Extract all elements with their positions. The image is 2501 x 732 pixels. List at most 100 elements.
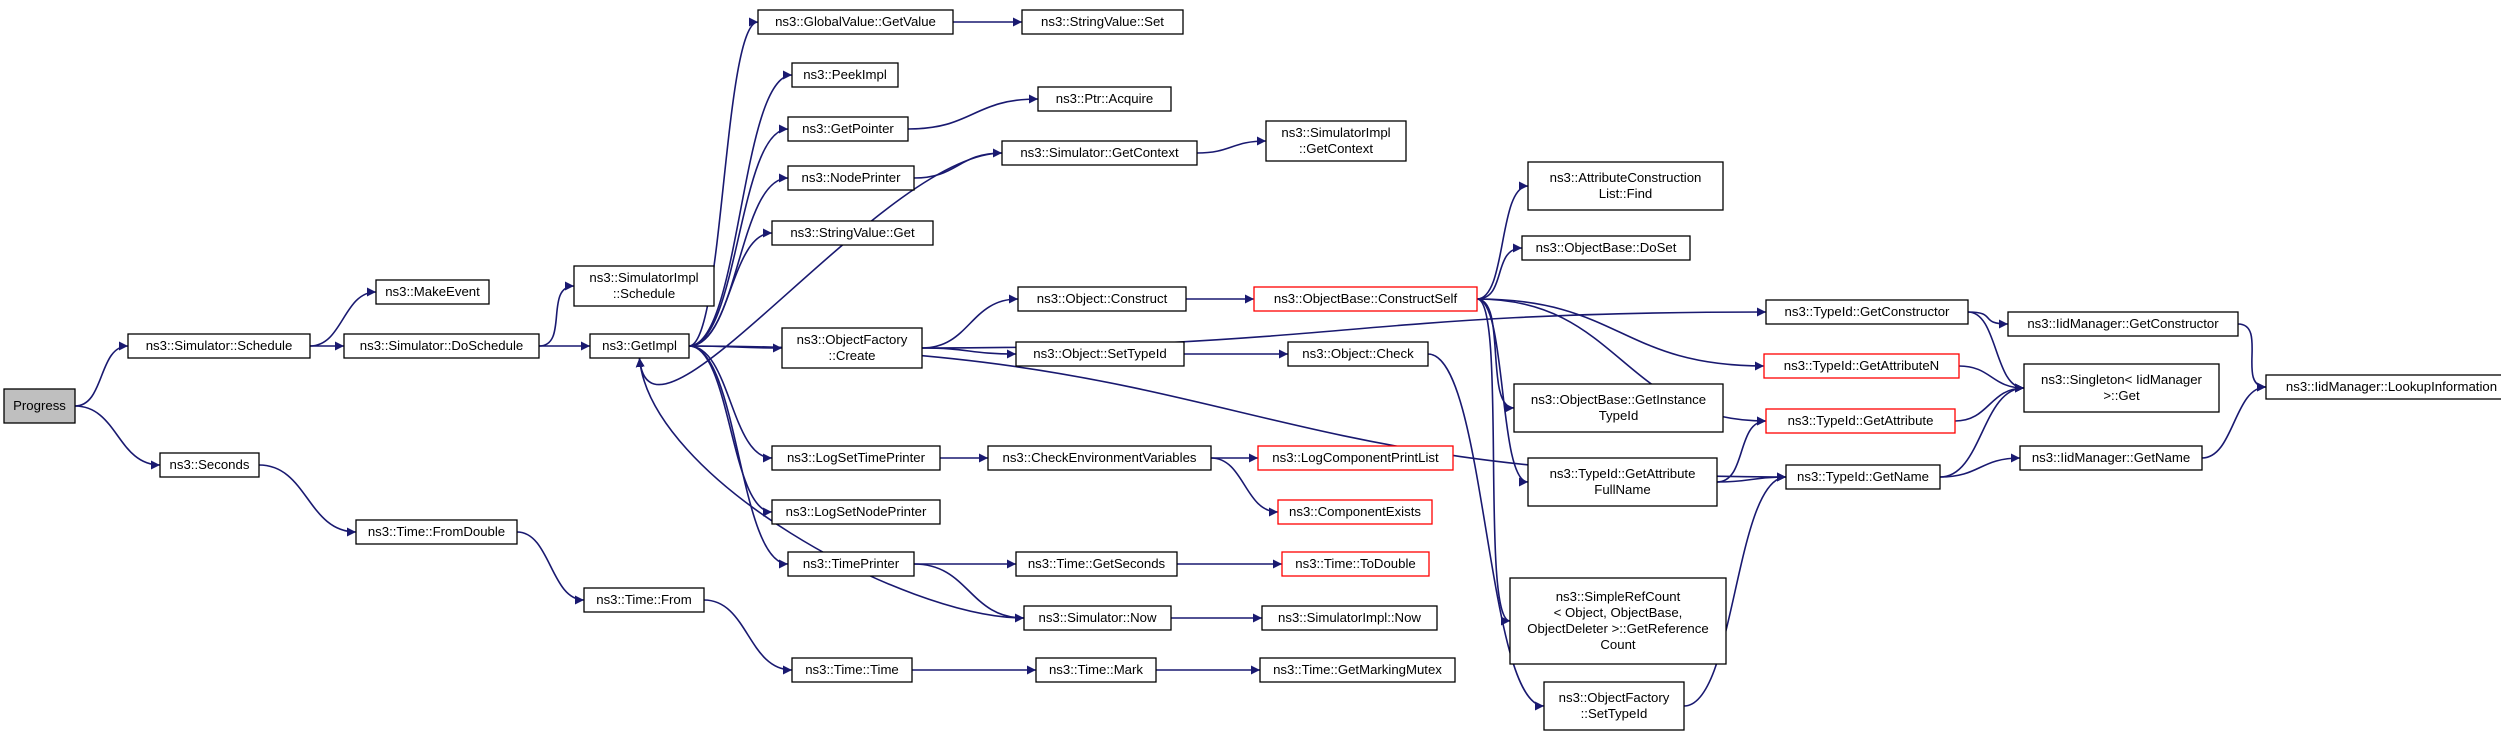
node-label: ns3::LogSetTimePrinter xyxy=(787,450,926,465)
edge-tid-getname-to-singleton-get xyxy=(1939,383,2025,478)
node-of-create[interactable]: ns3::ObjectFactory::Create xyxy=(781,327,923,369)
node-box xyxy=(1017,286,1187,312)
edge-progress-to-sim-schedule xyxy=(74,341,129,407)
edge-checkenv-to-compexists xyxy=(1210,457,1279,517)
node-timeprinter[interactable]: ns3::TimePrinter xyxy=(787,551,915,577)
node-simimpl-now[interactable]: ns3::SimulatorImpl::Now xyxy=(1261,605,1438,631)
edge-nodeprinter-to-sim-getcontext xyxy=(913,148,1003,179)
node-label: ns3::IidManager::LookupInformation xyxy=(2286,379,2497,394)
node-box xyxy=(2023,363,2220,413)
node-box xyxy=(1543,681,1685,731)
node-label: ns3::Time::GetSeconds xyxy=(1028,556,1166,571)
node-iid-getname[interactable]: ns3::IidManager::GetName xyxy=(2019,445,2203,471)
node-ptr-acquire[interactable]: ns3::Ptr::Acquire xyxy=(1037,86,1172,112)
node-label: ns3::LogComponentPrintList xyxy=(1272,450,1439,465)
node-of-settypeid[interactable]: ns3::ObjectFactory::SetTypeId xyxy=(1543,681,1685,731)
node-sim-now[interactable]: ns3::Simulator::Now xyxy=(1023,605,1172,631)
node-time-mark[interactable]: ns3::Time::Mark xyxy=(1035,657,1157,683)
edge-time-fromdouble-to-time-from xyxy=(516,531,585,605)
node-peekimpl[interactable]: ns3::PeekImpl xyxy=(791,62,899,88)
edge-ob-constructself-to-tid-getattributen xyxy=(1476,298,1765,371)
node-label: ns3::SimulatorImpl xyxy=(589,270,698,285)
edge-sim-getcontext-to-simimpl-getcontext xyxy=(1196,136,1267,154)
node-label: ns3::StringValue::Get xyxy=(790,225,915,240)
node-getimpl[interactable]: ns3::GetImpl xyxy=(589,333,690,359)
node-progress[interactable]: Progress xyxy=(3,388,76,424)
node-sim-schedule[interactable]: ns3::Simulator::Schedule xyxy=(127,333,311,359)
edge-sim-getcontext-to-getimpl xyxy=(635,152,1003,386)
edge-getimpl-to-peekimpl xyxy=(688,70,793,347)
node-tid-getname[interactable]: ns3::TypeId::GetName xyxy=(1785,464,1941,490)
edge-obj-check-to-of-settypeid xyxy=(1427,353,1545,711)
node-time-fromdouble[interactable]: ns3::Time::FromDouble xyxy=(355,519,518,545)
node-iid-lookupinfo[interactable]: ns3::IidManager::LookupInformation xyxy=(2265,374,2501,400)
node-compexists[interactable]: ns3::ComponentExists xyxy=(1277,499,1433,525)
node-label: FullName xyxy=(1594,482,1650,497)
node-ob-doset[interactable]: ns3::ObjectBase::DoSet xyxy=(1521,235,1691,261)
node-label: ns3::ObjectFactory xyxy=(797,332,908,347)
node-label: ns3::PeekImpl xyxy=(803,67,887,82)
node-simimpl-getcontext[interactable]: ns3::SimulatorImpl::GetContext xyxy=(1265,120,1407,162)
node-label: List::Find xyxy=(1599,186,1653,201)
node-label: ns3::GlobalValue::GetValue xyxy=(775,14,936,29)
node-logsettimeprinter[interactable]: ns3::LogSetTimePrinter xyxy=(771,445,941,471)
node-ob-constructself[interactable]: ns3::ObjectBase::ConstructSelf xyxy=(1253,286,1478,312)
edge-timeprinter-to-sim-now xyxy=(913,563,1025,623)
node-tid-getattribute[interactable]: ns3::TypeId::GetAttribute xyxy=(1765,408,1956,434)
edge-sim-doschedule-to-simimpl-schedule xyxy=(538,281,575,347)
node-label: ns3::Time::ToDouble xyxy=(1295,556,1415,571)
node-label: ::Create xyxy=(829,348,876,363)
node-time-from[interactable]: ns3::Time::From xyxy=(583,587,705,613)
edge-getimpl-to-gv-getvalue xyxy=(688,17,759,347)
node-tid-getattributen[interactable]: ns3::TypeId::GetAttributeN xyxy=(1763,353,1960,379)
node-obj-construct[interactable]: ns3::Object::Construct xyxy=(1017,286,1187,312)
node-sv-get[interactable]: ns3::StringValue::Get xyxy=(771,220,934,246)
node-label: >::Get xyxy=(2103,388,2140,403)
node-simplerefcount[interactable]: ns3::SimpleRefCount< Object, ObjectBase,… xyxy=(1509,577,1727,665)
node-makeevent[interactable]: ns3::MakeEvent xyxy=(375,279,490,305)
node-box xyxy=(787,551,915,577)
node-gv-getvalue[interactable]: ns3::GlobalValue::GetValue xyxy=(757,9,954,35)
node-label: ns3::ObjectBase::ConstructSelf xyxy=(1274,291,1458,306)
node-getpointer[interactable]: ns3::GetPointer xyxy=(787,116,909,142)
node-obj-settypeid[interactable]: ns3::Object::SetTypeId xyxy=(1015,341,1185,367)
node-time-todouble[interactable]: ns3::Time::ToDouble xyxy=(1281,551,1430,577)
node-box xyxy=(159,452,260,478)
node-label: ::GetContext xyxy=(1299,141,1373,156)
node-label: ns3::SimulatorImpl::Now xyxy=(1278,610,1421,625)
node-label: ns3::GetImpl xyxy=(602,338,677,353)
node-iid-getconstructor[interactable]: ns3::IidManager::GetConstructor xyxy=(2007,311,2239,337)
node-logcompprintlist[interactable]: ns3::LogComponentPrintList xyxy=(1257,445,1454,471)
node-label: ns3::ObjectBase::DoSet xyxy=(1536,240,1677,255)
node-box xyxy=(1763,353,1960,379)
node-singleton-get[interactable]: ns3::Singleton< IidManager>::Get xyxy=(2023,363,2220,413)
edge-tid-getname-to-iid-getname xyxy=(1939,453,2021,478)
node-obj-check[interactable]: ns3::Object::Check xyxy=(1287,341,1429,367)
node-label: ns3::CheckEnvironmentVariables xyxy=(1003,450,1197,465)
node-box xyxy=(1513,383,1724,433)
edge-getimpl-to-logsetnodeprinter xyxy=(688,345,773,517)
node-tid-getconstructor[interactable]: ns3::TypeId::GetConstructor xyxy=(1765,299,1969,325)
node-sim-getcontext[interactable]: ns3::Simulator::GetContext xyxy=(1001,140,1198,166)
node-label: ::Schedule xyxy=(613,286,675,301)
node-seconds[interactable]: ns3::Seconds xyxy=(159,452,260,478)
node-box xyxy=(771,220,934,246)
node-box xyxy=(1035,657,1157,683)
node-time-getseconds[interactable]: ns3::Time::GetSeconds xyxy=(1015,551,1178,577)
node-time-getmarkingmutex[interactable]: ns3::Time::GetMarkingMutex xyxy=(1259,657,1456,683)
node-box xyxy=(2265,374,2501,400)
node-box xyxy=(1527,161,1724,211)
node-box xyxy=(791,657,913,683)
node-simimpl-schedule[interactable]: ns3::SimulatorImpl::Schedule xyxy=(573,265,715,307)
node-sim-doschedule[interactable]: ns3::Simulator::DoSchedule xyxy=(343,333,540,359)
node-label: ns3::TypeId::GetAttributeN xyxy=(1784,358,1939,373)
node-logsetnodeprinter[interactable]: ns3::LogSetNodePrinter xyxy=(771,499,941,525)
node-checkenv[interactable]: ns3::CheckEnvironmentVariables xyxy=(987,445,1212,471)
node-nodeprinter[interactable]: ns3::NodePrinter xyxy=(787,165,915,191)
node-time-time[interactable]: ns3::Time::Time xyxy=(791,657,913,683)
node-sv-set[interactable]: ns3::StringValue::Set xyxy=(1021,9,1184,35)
